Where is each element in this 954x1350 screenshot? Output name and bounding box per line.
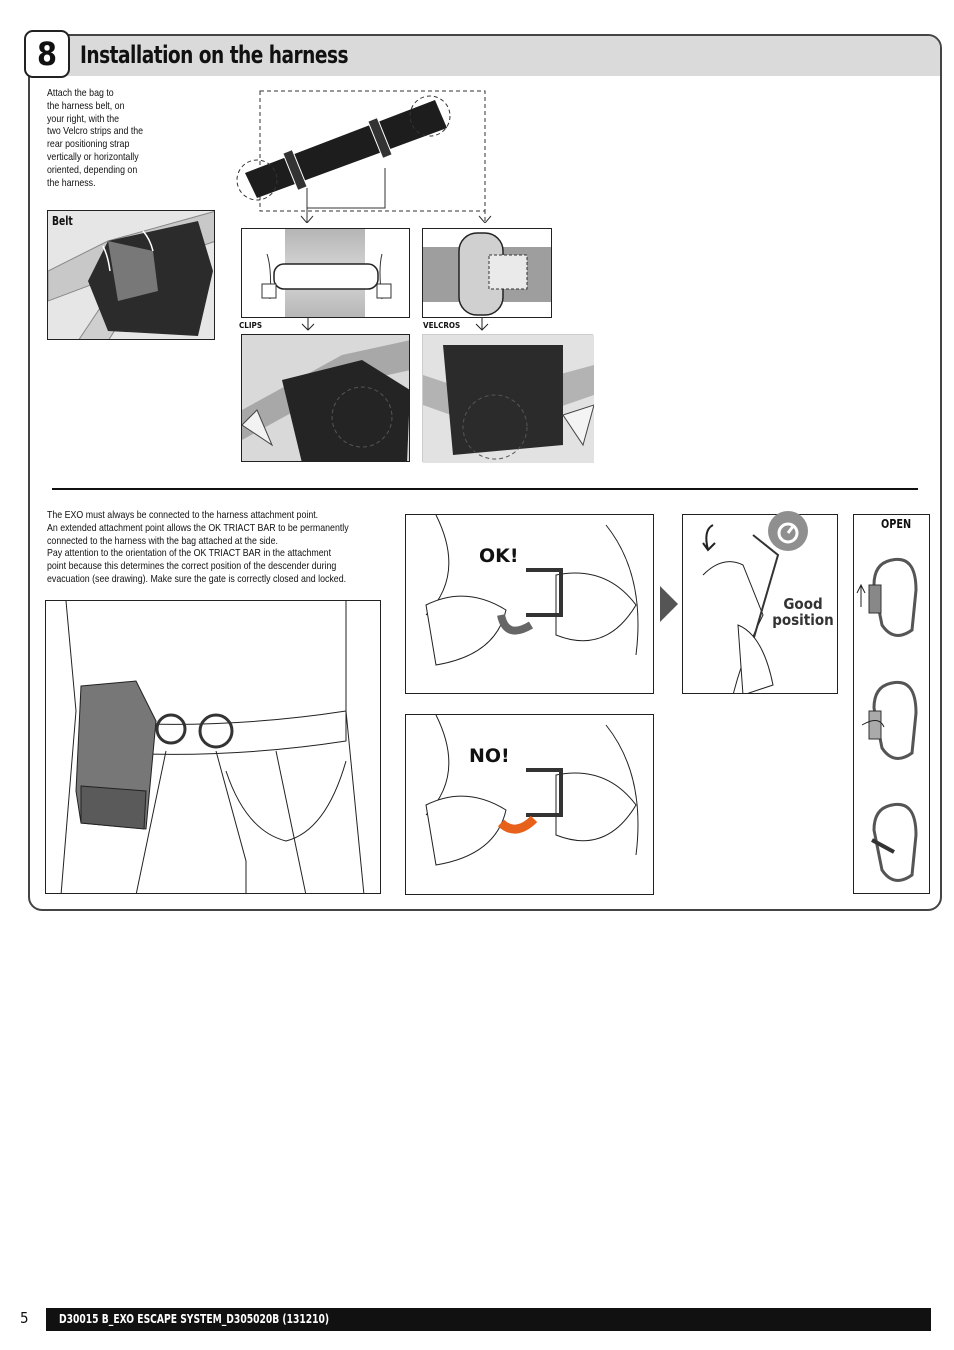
section-title-bar xyxy=(30,36,940,76)
section-title: Installation on the harness xyxy=(80,41,349,69)
clips-diagram xyxy=(241,228,410,318)
belt-label: Belt xyxy=(52,214,73,228)
arrow-down-icon xyxy=(300,318,316,332)
good-position-label: Good position xyxy=(772,595,834,629)
connection-line: evacuation (see drawing). Make sure the … xyxy=(47,572,347,585)
connection-line: An extended attachment point allows the … xyxy=(47,521,349,534)
ok-label: OK! xyxy=(479,545,519,567)
intro-line: rear positioning strap xyxy=(47,138,130,151)
arrow-down-icon xyxy=(474,318,490,332)
no-label: NO! xyxy=(469,745,510,767)
velcros-photo xyxy=(422,334,594,463)
connection-line: Pay attention to the orientation of the … xyxy=(47,547,332,560)
connection-line: The EXO must always be connected to the … xyxy=(47,509,319,521)
velcros-diagram xyxy=(422,228,552,318)
connection-text: The EXO must always be connected to the … xyxy=(47,509,379,586)
clips-photo xyxy=(241,334,410,462)
belt-photo xyxy=(47,210,215,340)
connection-line: point because this determines the correc… xyxy=(47,560,337,573)
section-divider xyxy=(52,488,918,490)
page-number: 5 xyxy=(20,1309,29,1327)
intro-line: oriented, depending on xyxy=(47,163,138,176)
intro-line: two Velcro strips and the xyxy=(47,125,144,138)
intro-line: the harness. xyxy=(47,176,96,189)
document-reference: D30015 B_EXO ESCAPE SYSTEM_D305020B (131… xyxy=(59,1312,330,1326)
section-frame xyxy=(28,34,942,911)
ok-drawing xyxy=(405,514,654,694)
clips-label: CLIPS xyxy=(239,321,262,330)
velcros-label: VELCROS xyxy=(423,321,461,330)
intro-line: your right, with the xyxy=(47,112,120,125)
arrow-right-icon xyxy=(660,586,678,622)
no-drawing xyxy=(405,714,654,895)
step-number: 8 xyxy=(24,30,70,78)
intro-line: Attach the bag to xyxy=(47,87,114,99)
intro-line: vertically or horizontally xyxy=(47,150,139,163)
harness-drawing xyxy=(45,600,381,894)
strap-diagram xyxy=(235,88,495,223)
intro-text: Attach the bag to the harness belt, on y… xyxy=(47,87,160,189)
lock-status-icon xyxy=(767,510,809,552)
intro-line: the harness belt, on xyxy=(47,99,125,112)
connection-line: connected to the harness with the bag at… xyxy=(47,534,278,547)
good-position-drawing xyxy=(682,514,838,694)
carabiner-diagram xyxy=(853,514,930,894)
open-label: OPEN xyxy=(881,517,912,531)
footer-bar xyxy=(46,1308,931,1331)
